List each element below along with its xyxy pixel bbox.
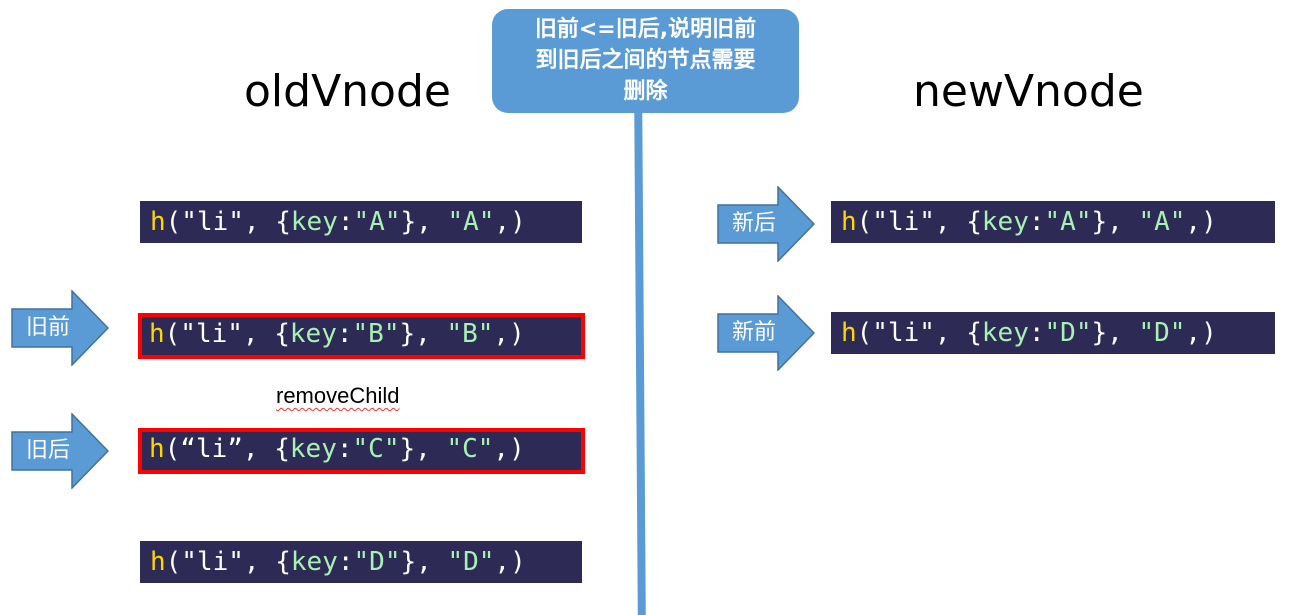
code-colon: : [336, 319, 353, 349]
code-colon: : [1028, 207, 1045, 237]
code-keyval: "B" [352, 319, 400, 349]
code-keyval: "D" [1044, 318, 1092, 348]
code-open: ("li", { [856, 318, 982, 348]
arrow-right-icon [11, 413, 109, 489]
new-start-pointer: 新前 [717, 295, 815, 371]
old-node-a: h("li", {key:"A"}, "A",) [140, 201, 582, 243]
code-fn: h [150, 547, 166, 577]
code-open: ("li", { [165, 207, 291, 237]
new-node-d: h("li", {key:"D"}, "D",) [831, 312, 1275, 354]
arrow-right-icon [11, 290, 109, 366]
old-end-label: 旧后 [25, 438, 70, 463]
callout-line-2: 到旧后之间的节点需要 [535, 48, 756, 73]
code-text: "D" [447, 547, 495, 577]
code-open: (“li”, { [164, 434, 290, 464]
code-close: ,) [494, 547, 526, 577]
code-colon: : [337, 547, 354, 577]
code-close: ,) [493, 319, 525, 349]
code-close: ,) [1185, 318, 1217, 348]
code-key: key [981, 318, 1029, 348]
callout-line-3: 删除 [623, 79, 668, 104]
code-key: key [289, 434, 337, 464]
old-node-d: h("li", {key:"D"}, "D",) [140, 541, 582, 583]
new-node-a: h("li", {key:"A"}, "A",) [831, 201, 1275, 243]
code-mid: }, [399, 319, 447, 349]
code-text: "A" [447, 207, 495, 237]
code-key: key [981, 207, 1029, 237]
new-start-label: 新前 [731, 320, 776, 345]
code-mid: }, [400, 547, 448, 577]
new-end-label: 新后 [731, 211, 776, 236]
code-open: ("li", { [165, 547, 291, 577]
explanation-callout: 旧前<=旧后,说明旧前 到旧后之间的节点需要 删除 [492, 9, 799, 113]
code-keyval: "D" [353, 547, 401, 577]
code-close: ,) [494, 207, 526, 237]
code-text: "A" [1138, 207, 1186, 237]
code-fn: h [149, 319, 165, 349]
code-fn: h [841, 207, 857, 237]
code-key: key [290, 547, 338, 577]
code-colon: : [1028, 318, 1045, 348]
old-start-label: 旧前 [25, 315, 70, 340]
code-fn: h [149, 434, 165, 464]
old-vnode-heading: oldVnode [244, 66, 451, 117]
old-node-b: h("li", {key:"B"}, "B",) [138, 313, 585, 359]
code-fn: h [150, 207, 166, 237]
old-start-pointer: 旧前 [11, 290, 109, 366]
new-vnode-heading: newVnode [913, 66, 1144, 117]
code-text: "B" [446, 319, 494, 349]
code-key: key [289, 319, 337, 349]
remove-child-label: removeChild [276, 383, 400, 408]
old-node-c: h(“li”, {key:"C"}, "C",) [138, 428, 585, 474]
center-divider-line [634, 105, 646, 615]
code-close: ,) [1185, 207, 1217, 237]
code-fn: h [841, 318, 857, 348]
code-open: ("li", { [164, 319, 290, 349]
code-mid: }, [399, 434, 447, 464]
code-colon: : [336, 434, 353, 464]
code-keyval: "C" [352, 434, 400, 464]
code-text: "D" [1138, 318, 1186, 348]
code-text: "C" [446, 434, 494, 464]
code-colon: : [337, 207, 354, 237]
code-key: key [290, 207, 338, 237]
callout-line-1: 旧前<=旧后,说明旧前 [534, 17, 757, 42]
code-mid: }, [1091, 207, 1139, 237]
code-open: ("li", { [856, 207, 982, 237]
arrow-right-icon [717, 186, 815, 262]
new-end-pointer: 新后 [717, 186, 815, 262]
code-mid: }, [400, 207, 448, 237]
code-keyval: "A" [353, 207, 401, 237]
arrow-right-icon [717, 295, 815, 371]
old-end-pointer: 旧后 [11, 413, 109, 489]
code-close: ,) [493, 434, 525, 464]
code-keyval: "A" [1044, 207, 1092, 237]
code-mid: }, [1091, 318, 1139, 348]
